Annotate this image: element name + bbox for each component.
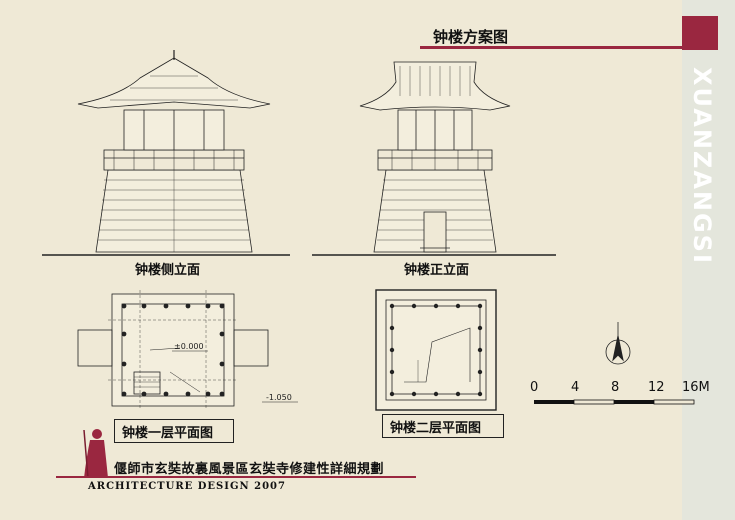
floor2-caption-frame: [382, 414, 504, 438]
scale-label-8: 8: [611, 380, 620, 395]
scale-label-16m: 16M: [682, 380, 710, 395]
title-underline: [420, 46, 682, 49]
page-title: 钟楼方案图: [433, 28, 509, 46]
level-upper-label: ±0.000: [174, 342, 204, 351]
scale-label-4: 4: [571, 380, 580, 395]
floor1-plan-drawing: [77, 290, 269, 410]
side-elevation-drawing: [42, 50, 290, 256]
front-elevation-drawing: [312, 61, 556, 256]
floor2-plan-drawing: [375, 289, 497, 411]
level-lower-label: -1.050: [266, 393, 292, 402]
project-subtitle: ARCHITECTURE DESIGN 2007: [88, 481, 286, 492]
monk-figure-icon: [83, 429, 108, 479]
side-accent-block: [682, 16, 718, 50]
floor1-plan-caption: 钟楼一层平面图: [122, 426, 214, 441]
floor2-plan-caption: 钟楼二层平面图: [390, 421, 482, 436]
side-elevation-caption: 钟楼侧立面: [135, 263, 201, 278]
front-elevation-caption: 钟楼正立面: [404, 263, 470, 278]
project-title: 偃師市玄奘故裏風景區玄奘寺修建性詳細規劃: [114, 462, 385, 477]
scale-bar: [534, 399, 695, 405]
floor1-caption-frame: [114, 419, 234, 443]
north-arrow-icon: [605, 322, 631, 365]
footer-underline: [56, 476, 416, 478]
scale-label-12: 12: [648, 380, 665, 395]
side-brand-text: XUANZANGSI: [688, 67, 716, 265]
scale-label-0: 0: [530, 380, 539, 395]
side-band: [682, 0, 735, 520]
